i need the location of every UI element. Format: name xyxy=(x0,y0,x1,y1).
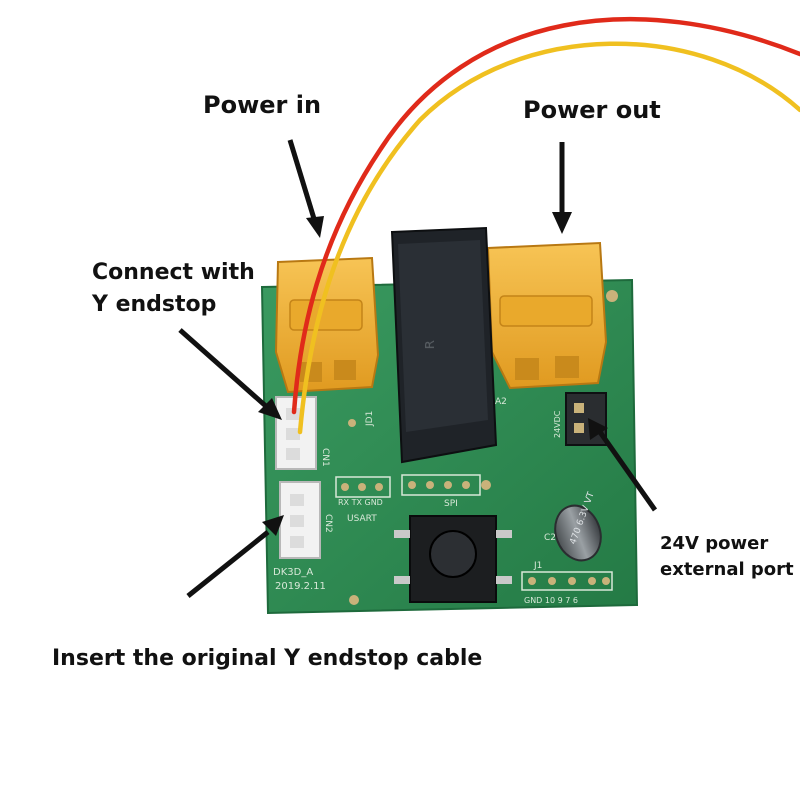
spi-pads xyxy=(401,474,491,496)
power-out-label: Power out xyxy=(523,96,661,124)
arrow-insert-cable xyxy=(186,515,284,598)
silk-cn1: CN1 xyxy=(320,448,330,467)
cn2-header xyxy=(279,481,321,559)
arrow-connect-endstop xyxy=(178,328,282,420)
usart-pads xyxy=(335,476,391,498)
silk-j1: J1 xyxy=(533,561,542,571)
power-out-connector xyxy=(486,241,608,390)
silk-j1-pins: GND 10 9 7 6 xyxy=(524,596,578,605)
capacitor xyxy=(554,504,602,562)
external-port xyxy=(565,392,607,446)
silk-spi: SPI xyxy=(444,499,458,509)
connect-endstop-label: Connect with Y endstop xyxy=(92,257,255,321)
silk-jd1: JD1 xyxy=(365,411,375,427)
connect-endstop-line2: Y endstop xyxy=(92,292,217,317)
silk-usart-pins: RX TX GND xyxy=(338,498,383,507)
silk-24vdc: 24VDC xyxy=(553,410,562,438)
external-port-line1: 24V power xyxy=(660,533,769,554)
silk-cn2: CN2 xyxy=(323,514,333,533)
silk-date: 2019.2.11 xyxy=(275,581,326,592)
silk-model: DK3D_A xyxy=(273,567,313,578)
j1-pads xyxy=(521,571,613,591)
power-in-connector xyxy=(274,256,380,394)
arrow-power-in xyxy=(287,139,324,238)
silk-c2: C2 xyxy=(544,533,556,543)
external-port-label: 24V power external port xyxy=(660,531,794,583)
silk-a2: A2 xyxy=(495,397,507,407)
wire-bundle xyxy=(291,16,800,435)
power-in-label: Power in xyxy=(203,91,322,119)
arrow-external-port xyxy=(588,418,658,512)
arrow-power-out xyxy=(552,142,572,234)
relay: ᴚ xyxy=(390,226,498,464)
svg-text:ᴚ: ᴚ xyxy=(421,340,440,350)
connect-endstop-line1: Connect with xyxy=(92,260,255,285)
silk-usart: USART xyxy=(347,514,377,524)
external-port-line2: external port xyxy=(660,559,794,580)
push-button xyxy=(394,515,512,603)
insert-cable-label: Insert the original Y endstop cable xyxy=(52,646,483,671)
